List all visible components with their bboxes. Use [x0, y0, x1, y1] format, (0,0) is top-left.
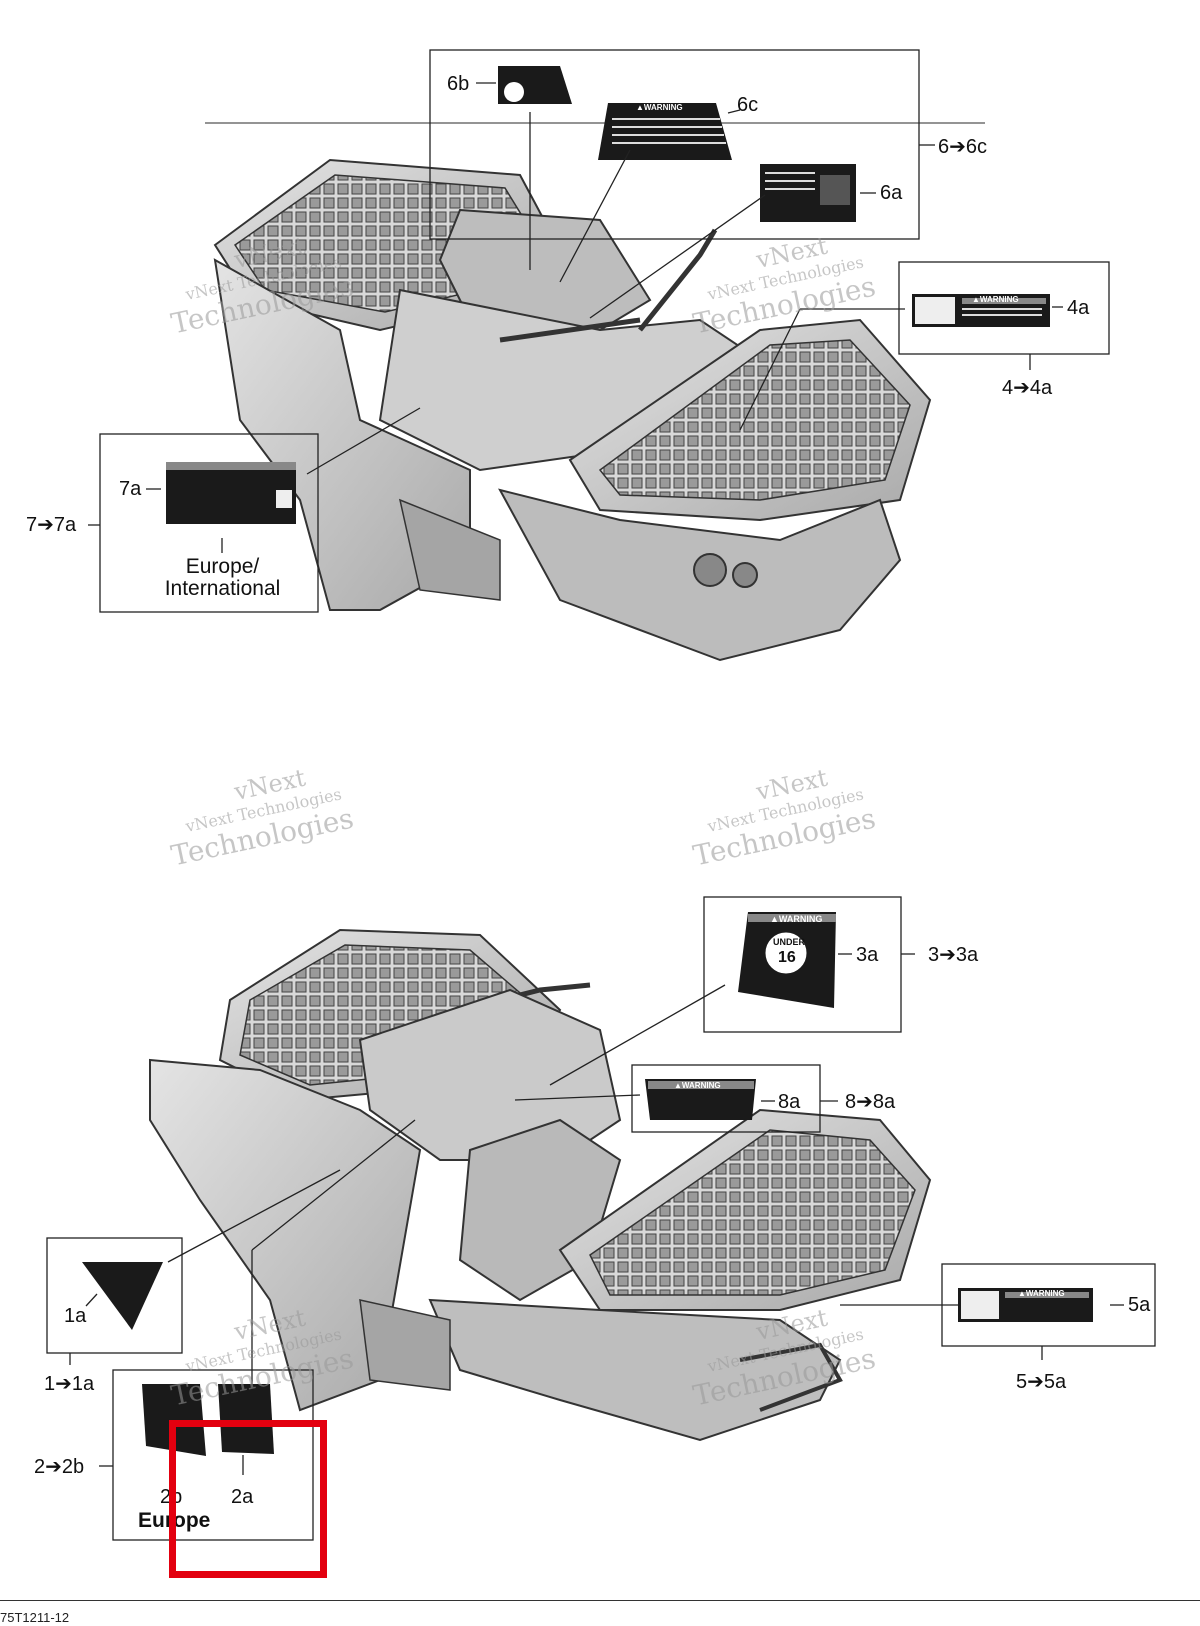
decal-warning-title: ▲WARNING	[636, 103, 683, 112]
callout-2a: 2a	[231, 1486, 254, 1508]
highlight-box	[169, 1420, 327, 1578]
callout-5a: 5a	[1128, 1294, 1151, 1316]
callout-2-group: 2➔2b	[34, 1456, 85, 1478]
leader-lines	[69, 82, 1124, 1475]
callout-6b: 6b	[447, 73, 470, 95]
callout-4-group: 4➔4a	[1002, 377, 1053, 399]
callout-4a: 4a	[1067, 297, 1090, 319]
callout-7-region: Europe/ International	[164, 555, 281, 601]
decals	[82, 66, 1093, 1456]
callout-7-group: 7➔7a	[26, 514, 77, 536]
decal-warning-title: ▲WARNING	[1018, 1289, 1065, 1298]
callout-8-group: 8➔8a	[845, 1091, 896, 1113]
atv-top-illustration	[205, 122, 985, 662]
callout-1a: 1a	[64, 1305, 87, 1327]
callout-7a: 7a	[119, 478, 142, 500]
callout-3a: 3a	[856, 944, 879, 966]
callout-3-group: 3➔3a	[928, 944, 979, 966]
atv-bottom-illustration	[149, 928, 932, 1442]
callout-6-group: 6➔6c	[938, 136, 988, 158]
footer-rule	[0, 1600, 1200, 1601]
under16-number: 16	[778, 949, 796, 966]
decal-warning-title: ▲WARNING	[674, 1081, 721, 1090]
callout-6a: 6a	[880, 182, 903, 204]
callout-5-group: 5➔5a	[1016, 1371, 1067, 1393]
callout-8a: 8a	[778, 1091, 801, 1113]
callout-1-group: 1➔1a	[44, 1373, 95, 1395]
under16-text: UNDER	[773, 937, 806, 947]
callout-6c: 6c	[737, 94, 759, 116]
decal-warning-title: ▲WARNING	[972, 295, 1019, 304]
decal-warning-title: ▲WARNING	[770, 914, 823, 924]
figure-code: 75T1211-12	[0, 1610, 70, 1625]
